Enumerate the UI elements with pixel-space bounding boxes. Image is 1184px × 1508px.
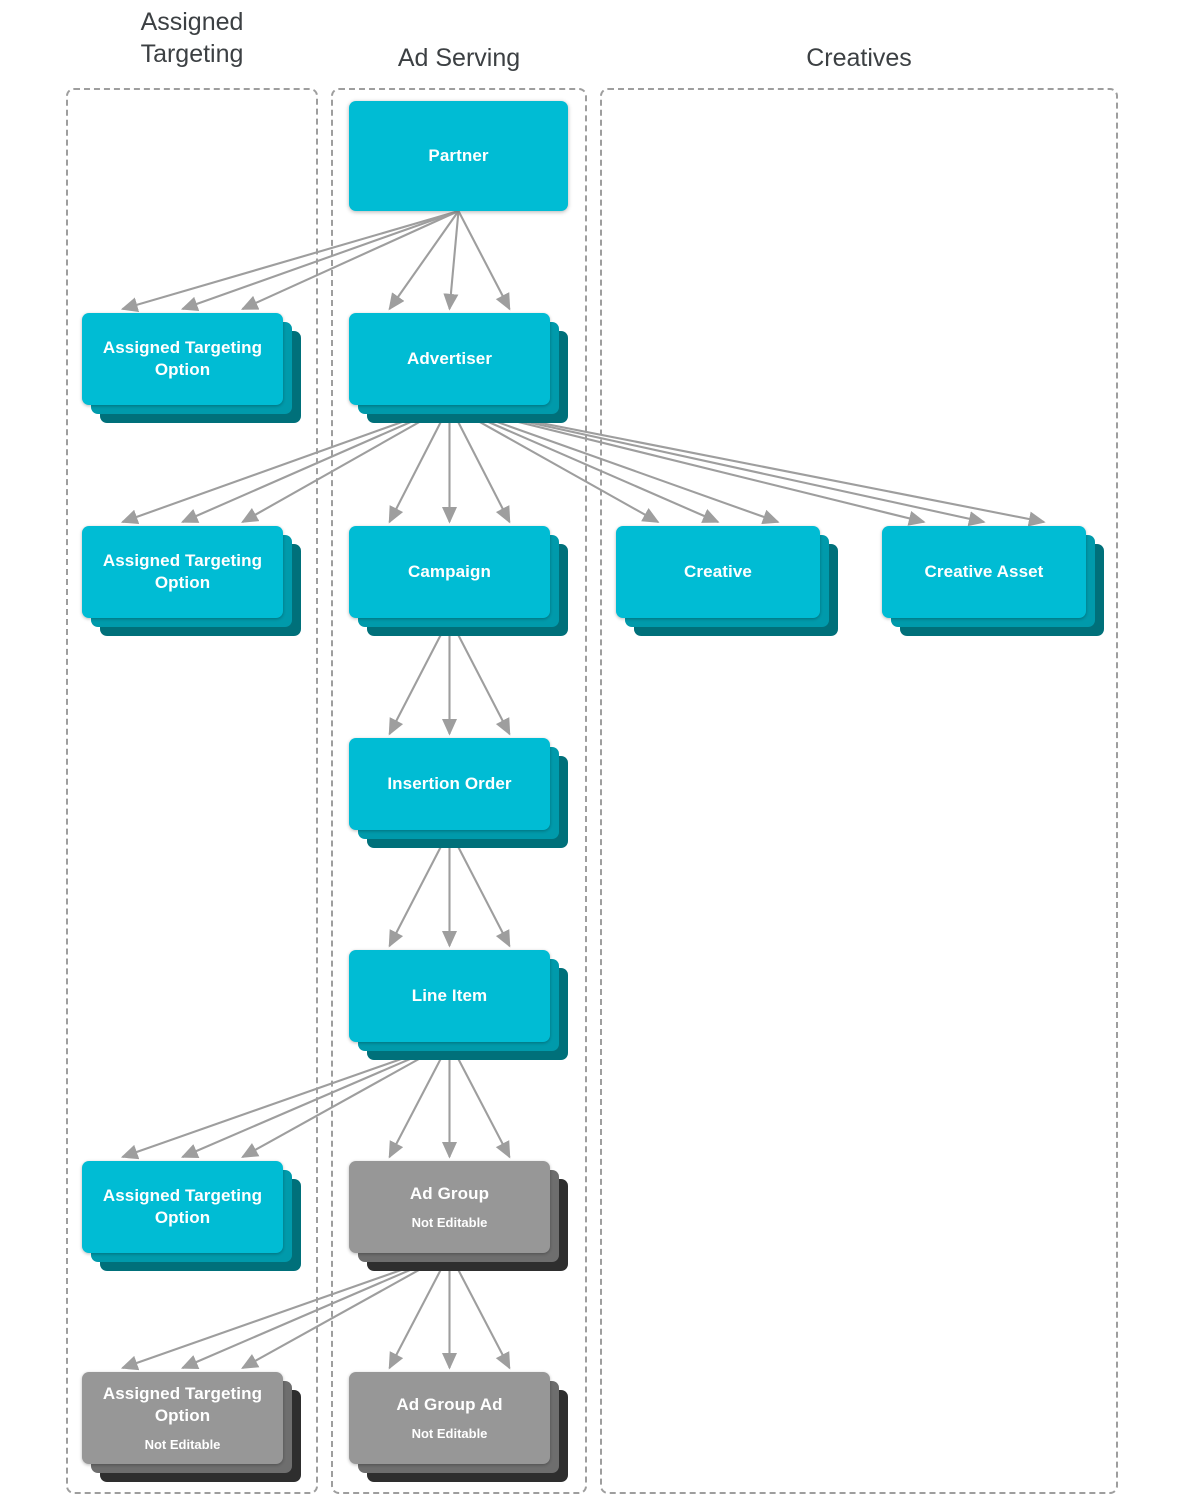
node-title: Campaign	[408, 562, 491, 581]
lane-ad-serving	[331, 88, 587, 1494]
node-assigned-targeting-option-partner[interactable]: Assigned Targeting Option	[82, 313, 301, 423]
node-title: Creative Asset	[924, 562, 1044, 581]
node-assigned-targeting-option-advertiser[interactable]: Assigned Targeting Option	[82, 526, 301, 636]
node-badge-not-editable: Not Editable	[144, 1437, 221, 1452]
node-badge-not-editable: Not Editable	[411, 1426, 488, 1441]
node-face: Line Item	[349, 950, 550, 1042]
column-title-assigned-targeting: Assigned Targeting	[140, 8, 244, 68]
node-face: Assigned Targeting Option Not Editable	[82, 1372, 283, 1464]
node-partner[interactable]: Partner	[349, 101, 568, 211]
node-face: Assigned Targeting Option	[82, 526, 283, 618]
node-face: Ad Group Ad Not Editable	[349, 1372, 550, 1464]
node-assigned-targeting-option-line-item[interactable]: Assigned Targeting Option	[82, 1161, 301, 1271]
node-partner-face: Partner	[349, 101, 568, 211]
node-partner-title: Partner	[428, 146, 489, 165]
node-creative[interactable]: Creative	[616, 526, 838, 636]
node-title: Advertiser	[406, 349, 493, 368]
node-ad-group-ad[interactable]: Ad Group Ad Not Editable	[349, 1372, 568, 1482]
column-title-ad-serving: Ad Serving	[397, 44, 521, 72]
node-title: Assigned Targeting Option	[102, 338, 263, 379]
node-assigned-targeting-option-ad-group[interactable]: Assigned Targeting Option Not Editable	[82, 1372, 301, 1482]
column-title-creatives: Creatives	[806, 44, 912, 72]
node-title: Insertion Order	[387, 774, 512, 793]
node-face: Ad Group Not Editable	[349, 1161, 550, 1253]
node-title: Ad Group	[409, 1184, 490, 1203]
node-line-item[interactable]: Line Item	[349, 950, 568, 1060]
node-title: Assigned Targeting Option	[102, 1384, 263, 1425]
node-face: Campaign	[349, 526, 550, 618]
node-face: Creative Asset	[882, 526, 1086, 618]
lane-creatives	[600, 88, 1118, 1494]
node-title: Creative	[684, 562, 752, 581]
node-title: Line Item	[411, 986, 488, 1005]
node-title: Assigned Targeting Option	[102, 1186, 263, 1227]
node-title: Assigned Targeting Option	[102, 551, 263, 592]
node-face: Assigned Targeting Option	[82, 1161, 283, 1253]
node-campaign[interactable]: Campaign	[349, 526, 568, 636]
node-ad-group[interactable]: Ad Group Not Editable	[349, 1161, 568, 1271]
lane-assigned-targeting	[66, 88, 318, 1494]
node-face: Advertiser	[349, 313, 550, 405]
node-creative-asset[interactable]: Creative Asset	[882, 526, 1104, 636]
node-insertion-order[interactable]: Insertion Order	[349, 738, 568, 848]
node-advertiser[interactable]: Advertiser	[349, 313, 568, 423]
node-face: Insertion Order	[349, 738, 550, 830]
node-face: Assigned Targeting Option	[82, 313, 283, 405]
node-badge-not-editable: Not Editable	[411, 1215, 488, 1230]
node-face: Creative	[616, 526, 820, 618]
node-title: Ad Group Ad	[396, 1395, 503, 1414]
